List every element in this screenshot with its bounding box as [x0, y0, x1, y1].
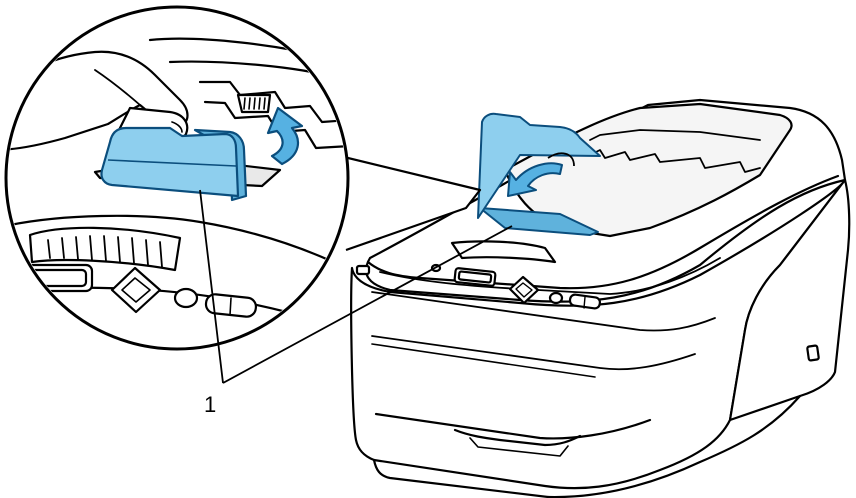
callout-number-1: 1 — [204, 392, 216, 417]
flap-zoom — [100, 126, 240, 198]
front-cover-top-line — [371, 291, 716, 332]
zoom-keypad — [110, 266, 162, 314]
zoom-hand-nail — [171, 121, 183, 133]
printer — [350, 98, 851, 498]
zoom-lines — [310, 147, 482, 252]
output-slot-steps — [589, 149, 761, 173]
front-cover-mid — [371, 343, 596, 378]
paper-tray-handle — [453, 428, 582, 447]
output-tray-support-flap-zoom — [100, 126, 248, 202]
flap-main — [477, 112, 601, 219]
lift-arrow-main-shape — [507, 162, 563, 197]
arrow-keypad-inner — [515, 282, 533, 298]
zoom-vent-slots — [47, 235, 163, 268]
zoom-front-edge — [8, 214, 346, 272]
lift-arrow-main — [507, 152, 575, 197]
zoom-callout: 1 — [4, 5, 513, 417]
callout-leader-lines — [199, 189, 513, 384]
printer-base — [372, 458, 550, 498]
zoom-round-button — [173, 287, 199, 309]
power-indicator — [355, 264, 371, 276]
zoom-output-steps — [198, 80, 346, 124]
front-cover-bottom-line — [371, 335, 696, 371]
panel-button-round — [548, 291, 564, 305]
rotation-hint-arc — [547, 152, 575, 167]
zoom-long-button-divider — [229, 297, 232, 316]
panel-button-long-divider — [583, 296, 586, 309]
paper-tray-handle-inner — [469, 437, 569, 457]
zoom-latch-grip — [243, 97, 266, 110]
printer-right-side — [728, 178, 851, 422]
lift-arrow-zoom — [266, 106, 304, 166]
paper-tray — [374, 412, 652, 440]
printer-base-right — [546, 394, 802, 498]
lcd-screen — [457, 270, 493, 284]
zoom-hand-finger-line — [94, 69, 141, 106]
side-connector — [806, 344, 820, 362]
arrow-keypad — [508, 275, 540, 305]
zoom-keypad-inner — [121, 277, 151, 303]
flap-zoom-fold — [107, 159, 237, 167]
output-slot-back — [589, 129, 761, 141]
